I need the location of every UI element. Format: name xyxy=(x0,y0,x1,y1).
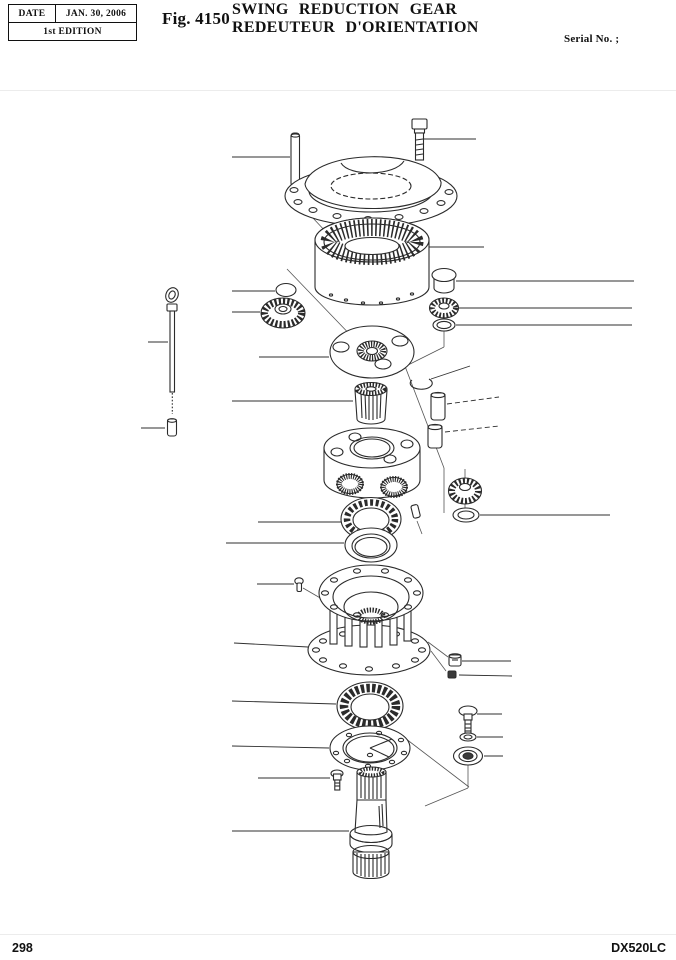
cylindrical-pins-drawing xyxy=(427,391,446,449)
plug-cap-drawing xyxy=(431,267,457,294)
gear-housing-drawing xyxy=(307,564,431,676)
bolt-right-drawing xyxy=(458,705,478,734)
oil-level-gauge-drawing xyxy=(165,287,179,437)
leader-lines xyxy=(141,138,634,832)
thrust-washer-drawing xyxy=(432,318,456,332)
title-french: REDEUTEUR D'ORIENTATION xyxy=(232,18,479,36)
planet-carrier-drawing xyxy=(323,427,421,499)
page-number: 298 xyxy=(12,941,33,955)
output-shaft-drawing xyxy=(349,766,393,880)
small-nut-drawing xyxy=(447,670,457,679)
planet-gear-left-drawing xyxy=(260,297,306,329)
grease-fitting-drawing xyxy=(448,653,462,667)
footer-divider xyxy=(0,934,676,935)
edition-table: DATE JAN. 30, 2006 1st EDITION xyxy=(8,4,137,41)
ring-gear-drawing xyxy=(314,217,430,306)
snap-ring-drawing xyxy=(275,282,297,298)
bolt-left-drawing xyxy=(330,769,344,791)
page-title: SWING REDUCTION GEAR REDEUTEUR D'ORIENTA… xyxy=(232,1,479,36)
carrier-plate-drawing xyxy=(329,325,415,379)
cover-washer-drawing xyxy=(452,746,484,766)
screw-drawing xyxy=(294,577,304,593)
title-english: SWING REDUCTION GEAR xyxy=(232,1,458,18)
ball-bearing-drawing xyxy=(340,496,402,542)
gear-right-drawing xyxy=(428,297,460,319)
roll-pin-drawing xyxy=(410,504,423,535)
mounting-bolt-drawing xyxy=(411,118,428,161)
serial-number-label: Serial No. ; xyxy=(564,33,620,45)
header-divider xyxy=(0,90,676,91)
retaining-ring-drawing xyxy=(409,378,433,390)
dowel-pin-drawing xyxy=(290,132,301,187)
motor-mount-cover-drawing xyxy=(284,156,458,227)
sun-gear-drawing xyxy=(354,381,388,425)
edition-value: 1st EDITION xyxy=(8,22,137,41)
figure-number: Fig. 4150 xyxy=(162,9,230,28)
roller-bearing-drawing xyxy=(336,681,404,731)
washer-drawing xyxy=(452,507,480,523)
planet-gear-right2-drawing xyxy=(447,477,483,505)
model-code: DX520LC xyxy=(611,941,666,955)
washer-small-drawing xyxy=(459,732,477,742)
bearing-race-drawing xyxy=(344,527,398,563)
retainer-plate-drawing xyxy=(329,725,411,771)
